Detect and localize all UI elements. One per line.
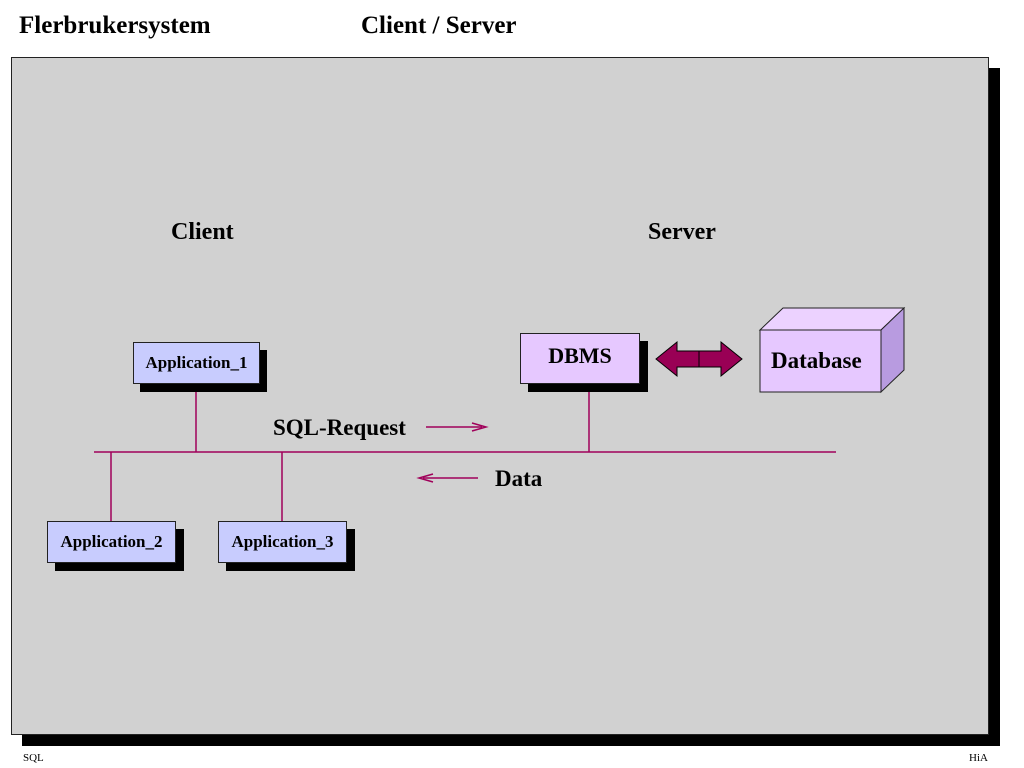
application-1-box: Application_1 <box>133 342 260 384</box>
response-label: Data <box>495 466 543 491</box>
response-arrow <box>416 473 478 483</box>
request-arrow <box>426 422 489 432</box>
header-title-left: Flerbrukersystem <box>19 12 211 39</box>
database-label: Database <box>771 348 862 373</box>
database-cube <box>758 306 906 394</box>
dbms-box: DBMS <box>520 333 640 384</box>
client-label: Client <box>171 219 234 245</box>
request-label: SQL-Request <box>273 415 406 440</box>
footer-right: HiA <box>969 752 988 764</box>
diagram-panel <box>11 57 989 735</box>
double-arrow-icon <box>655 340 743 378</box>
application-2-box: Application_2 <box>47 521 176 563</box>
application-3-box: Application_3 <box>218 521 347 563</box>
header-title-right: Client / Server <box>361 12 517 39</box>
footer-left: SQL <box>23 752 44 764</box>
server-label: Server <box>648 219 716 245</box>
